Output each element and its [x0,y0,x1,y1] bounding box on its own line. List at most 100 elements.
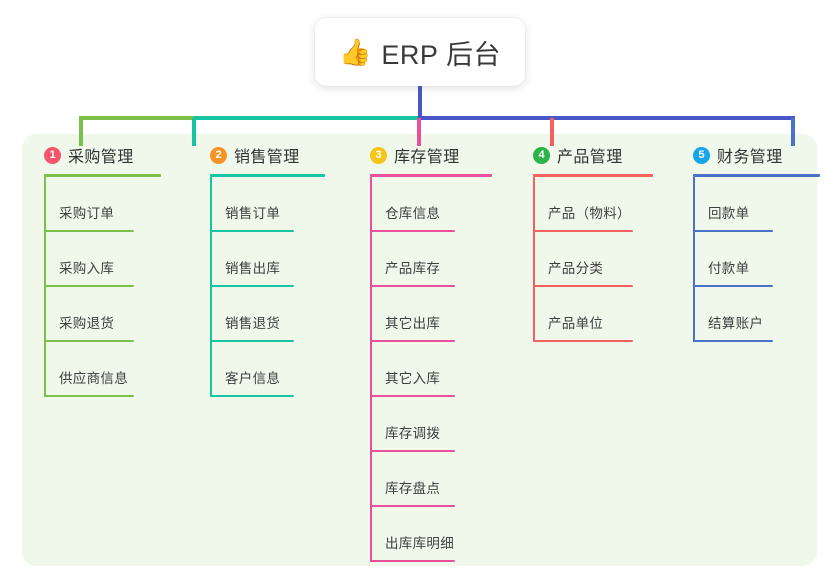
module-item-label: 采购订单 [59,206,115,221]
module-item-label: 结算账户 [708,316,764,331]
module-item[interactable]: 回款单 [680,177,820,232]
column-badge-4: 4 [533,146,550,164]
module-item[interactable]: 供应商信息 [31,342,183,397]
column-items: 回款单付款单结算账户 [680,177,820,342]
column-spine [693,177,695,342]
column-spine [44,177,46,397]
module-item-label: 产品单位 [548,316,604,331]
thumbs-up-icon: 👍 [339,37,372,67]
module-item[interactable]: 客户信息 [197,342,345,397]
column-title: 财务管理 [717,149,783,166]
module-item[interactable]: 产品（物料） [520,177,670,232]
module-item[interactable]: 其它出库 [357,287,512,342]
module-item[interactable]: 产品分类 [520,232,670,287]
module-item-label: 出库库明细 [385,536,454,551]
module-item[interactable]: 产品库存 [357,232,512,287]
module-item-label: 供应商信息 [59,371,128,386]
module-item-label: 销售退货 [225,316,281,331]
module-item-underline [370,285,455,287]
column-spine [370,177,372,562]
column-badge-1: 1 [44,146,61,164]
column-title: 销售管理 [234,149,300,166]
module-item-label: 采购退货 [59,316,115,331]
module-item-label: 销售出库 [225,261,281,276]
column-header-1[interactable]: 1 采购管理 [31,142,183,168]
module-item-label: 回款单 [708,206,750,221]
column-header-5[interactable]: 5 财务管理 [680,142,820,168]
column-header-2[interactable]: 2 销售管理 [197,142,345,168]
column-spine [533,177,535,342]
module-item-underline [370,340,455,342]
module-item[interactable]: 采购入库 [31,232,183,287]
module-column-3: 3 库存管理仓库信息产品库存其它出库其它入库库存调拨库存盘点出库库明细 [357,142,512,562]
module-item-underline [210,230,294,232]
module-item-underline [44,395,134,397]
module-item[interactable]: 采购退货 [31,287,183,342]
module-item[interactable]: 采购订单 [31,177,183,232]
module-column-1: 1 采购管理采购订单采购入库采购退货供应商信息 [31,142,183,397]
module-item[interactable]: 付款单 [680,232,820,287]
module-item[interactable]: 其它入库 [357,342,512,397]
column-underline [693,174,820,177]
module-item-underline [370,230,455,232]
module-item[interactable]: 库存盘点 [357,452,512,507]
column-header-4[interactable]: 4 产品管理 [520,142,670,168]
module-item-underline [693,340,773,342]
module-item[interactable]: 仓库信息 [357,177,512,232]
module-item-underline [44,340,134,342]
module-item-label: 客户信息 [225,371,281,386]
module-item-underline [533,340,633,342]
module-column-4: 4 产品管理产品（物料） 产品分类产品单位 [520,142,670,342]
module-item-label: 其它出库 [385,316,441,331]
module-column-2: 2 销售管理销售订单销售出库销售退货客户信息 [197,142,345,397]
module-item-label: 付款单 [708,261,750,276]
module-item-underline [210,395,294,397]
column-underline [533,174,653,177]
module-item-label: 库存调拨 [385,426,441,441]
module-item[interactable]: 出库库明细 [357,507,512,562]
column-underline [210,174,325,177]
column-items: 销售订单销售出库销售退货客户信息 [197,177,345,397]
module-item-label: 产品库存 [385,261,441,276]
module-item[interactable]: 结算账户 [680,287,820,342]
module-item-label: 其它入库 [385,371,441,386]
column-underline [44,174,161,177]
column-badge-5: 5 [693,146,710,164]
module-item-label: 产品分类 [548,261,604,276]
module-item-underline [370,395,455,397]
module-item-label: 销售订单 [225,206,281,221]
root-node-title: ERP 后台 [381,39,501,70]
column-badge-3: 3 [370,146,387,164]
module-item-underline [533,285,633,287]
module-item-label: 仓库信息 [385,206,441,221]
module-item-underline [44,285,134,287]
module-item[interactable]: 销售订单 [197,177,345,232]
module-item-underline [693,230,773,232]
module-column-5: 5 财务管理回款单付款单结算账户 [680,142,820,342]
module-item-label: 库存盘点 [385,481,441,496]
column-title: 产品管理 [557,149,623,166]
module-item-label: 采购入库 [59,261,115,276]
modules-panel [22,134,817,566]
column-underline [370,174,492,177]
column-spine [210,177,212,397]
module-item-underline [533,230,633,232]
column-title: 采购管理 [68,149,134,166]
module-item[interactable]: 销售退货 [197,287,345,342]
module-item-underline [370,560,455,562]
column-badge-2: 2 [210,146,227,164]
module-item-underline [210,285,294,287]
module-item-underline [44,230,134,232]
module-item-underline [693,285,773,287]
module-item[interactable]: 库存调拨 [357,397,512,452]
root-node-card[interactable]: 👍 ERP 后台 [315,18,525,86]
module-item-underline [370,450,455,452]
module-item[interactable]: 产品单位 [520,287,670,342]
module-item-underline [210,340,294,342]
module-item-label: 产品（物料） [548,206,631,221]
column-title: 库存管理 [394,149,460,166]
module-item[interactable]: 销售出库 [197,232,345,287]
module-item-underline [370,505,455,507]
column-header-3[interactable]: 3 库存管理 [357,142,512,168]
